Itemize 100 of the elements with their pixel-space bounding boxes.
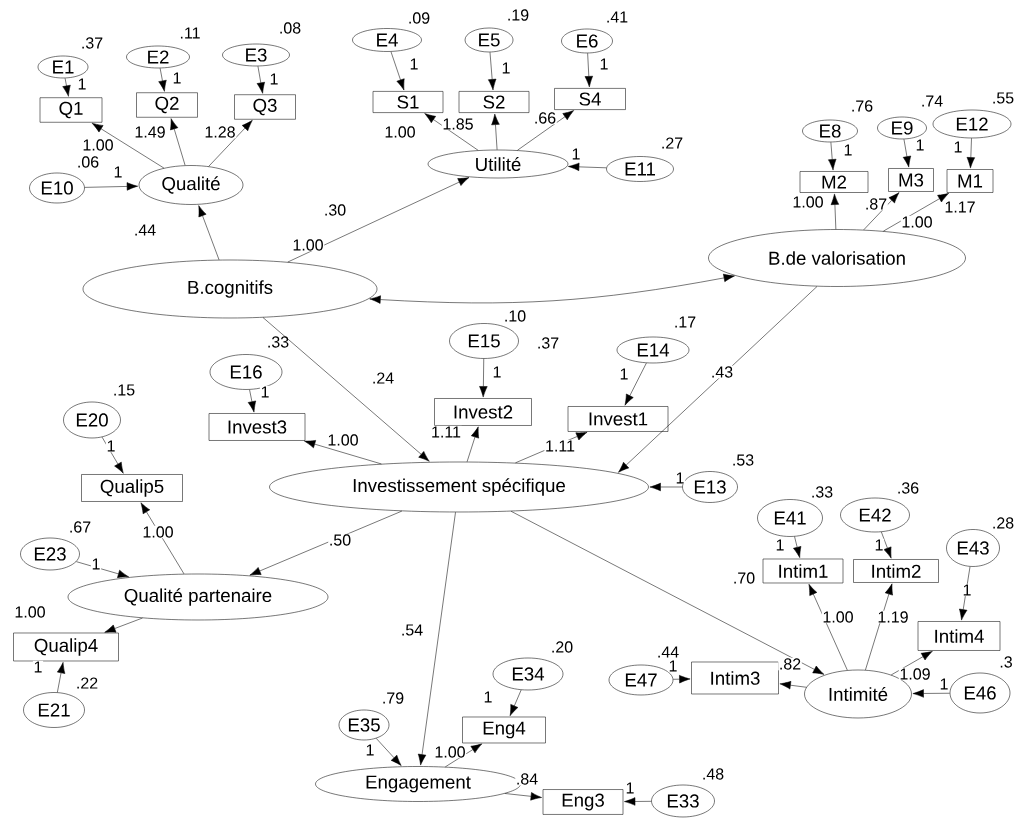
arrow (672, 675, 691, 684)
edge-label: 1 (259, 385, 271, 399)
arrow (417, 512, 456, 766)
arrow (57, 662, 66, 693)
value-label: 1.00 (291, 238, 325, 252)
value-label: .74 (922, 95, 943, 107)
arrow (865, 583, 893, 671)
arrow (881, 531, 892, 559)
edge-label: 1 (76, 77, 88, 91)
value-label: .41 (607, 11, 628, 23)
edge-label: 1.09 (898, 667, 932, 681)
edge-label: 1.00 (81, 138, 115, 152)
edge-label: 1.00 (383, 125, 417, 139)
value-label: .33 (268, 336, 289, 348)
arrow (375, 738, 402, 766)
value-label: .08 (280, 22, 301, 34)
arrow (504, 792, 542, 801)
variable-box: Qualip4 (13, 632, 119, 662)
edge-label: 1 (961, 583, 973, 597)
arrow (510, 511, 825, 675)
arrow (256, 66, 265, 94)
variable-box: Intim1 (762, 558, 844, 584)
variable-box: Eng4 (462, 716, 546, 744)
arrow (198, 205, 220, 261)
arrow (959, 566, 971, 621)
variable-box: Invest3 (208, 413, 306, 441)
value-label: .22 (77, 677, 98, 689)
variable-box: Q2 (136, 92, 198, 118)
arrow (424, 113, 479, 151)
arrow (515, 431, 588, 464)
value-label: .11 (180, 27, 200, 39)
edge-label: .43 (710, 365, 734, 379)
edge-label: 1.49 (133, 125, 167, 139)
value-label: .15 (114, 384, 135, 396)
edge-label: 1.19 (876, 610, 910, 624)
arrow (390, 51, 405, 91)
value-label: .28 (993, 517, 1014, 529)
value-label: .19 (508, 9, 529, 21)
arrow (863, 192, 900, 231)
variable-box: Invest2 (434, 398, 532, 426)
variable-box: M3 (888, 168, 934, 192)
variable-box: M1 (946, 169, 994, 193)
edge-label: 1 (90, 557, 102, 571)
arrow (158, 67, 167, 92)
value-label: .3 (1000, 656, 1012, 668)
arrow (62, 77, 71, 97)
edge-label: 1.28 (203, 125, 237, 139)
edge-label: 1.00 (791, 195, 825, 209)
arrow (883, 193, 949, 232)
variable-box: Intim4 (917, 621, 1001, 651)
edge-label: 1 (774, 538, 786, 552)
edge-label: 1 (171, 71, 183, 85)
arrow (287, 177, 470, 263)
value-label: .55 (993, 92, 1014, 104)
edge-label: 1 (482, 690, 494, 704)
arrow (491, 113, 500, 150)
edge-label: .24 (371, 371, 395, 385)
edge-label: .50 (328, 533, 352, 547)
edge-label: 1 (842, 143, 854, 157)
value-label: .36 (898, 482, 919, 494)
edge-label: 1 (873, 538, 885, 552)
edge-label: 1 (268, 72, 280, 86)
edge-label: 1 (618, 367, 630, 381)
edge-label: 1 (105, 439, 117, 453)
edge-label: 1 (570, 147, 582, 161)
edge-label: 1 (674, 471, 686, 485)
edge-label: .84 (515, 772, 539, 786)
arrow (902, 138, 912, 168)
value-label: .27 (662, 137, 683, 149)
arrow (584, 53, 593, 88)
arrow (966, 138, 975, 169)
edge-label: 1.17 (943, 200, 977, 214)
arrow (793, 536, 802, 558)
edge-label: .54 (400, 623, 424, 637)
edge-label: 1.00 (13, 605, 47, 619)
arrow (624, 362, 647, 406)
edge-label: 1 (914, 138, 926, 152)
value-label: .20 (552, 641, 573, 653)
edge-label: 1.85 (441, 117, 475, 131)
edge-label: .82 (778, 657, 802, 671)
arrow (249, 510, 403, 576)
edge-label: 1 (938, 677, 950, 691)
arrow (369, 273, 735, 304)
edge-label: 1 (952, 140, 964, 154)
value-label: .67 (70, 521, 91, 533)
arrow (779, 681, 807, 690)
arrow (101, 436, 124, 474)
arrow (624, 797, 652, 806)
edge-label: 1.00 (821, 610, 855, 624)
arrow (568, 162, 607, 171)
variable-box: Q1 (39, 97, 103, 123)
edge-label: 1.11 (544, 439, 576, 453)
value-label: .48 (703, 768, 724, 780)
edge-label: 1 (364, 743, 376, 757)
value-label: .44 (658, 646, 679, 658)
arrow (84, 182, 138, 191)
edge-label: 1.00 (433, 745, 467, 759)
edge-label: 1 (500, 61, 512, 75)
value-label: .76 (852, 100, 873, 112)
arrow (509, 689, 522, 716)
